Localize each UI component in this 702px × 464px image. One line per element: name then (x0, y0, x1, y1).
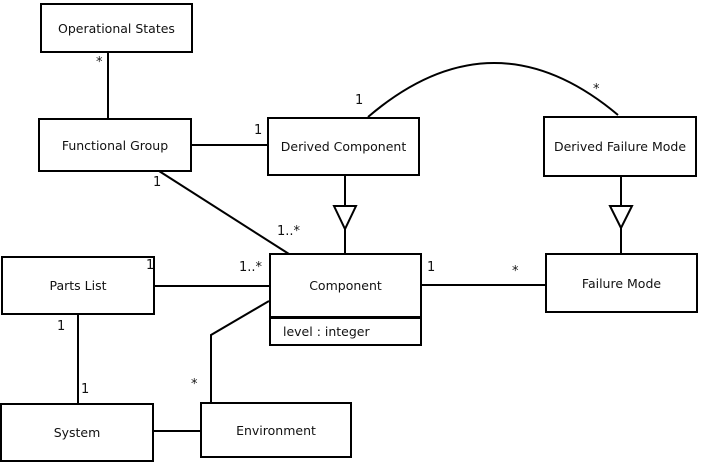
multiplicity-failuremode-end: * (512, 264, 519, 279)
multiplicity-derivedcomponent-end-from-functionalgroup: 1 (254, 123, 263, 138)
class-system[interactable]: System (0, 403, 154, 462)
class-parts-list[interactable]: Parts List (1, 256, 155, 315)
multiplicity-component-end-from-functionalgroup: 1..* (277, 224, 301, 239)
multiplicity-arc-derivedfailuremode-end: * (593, 82, 600, 97)
class-name: Component (309, 278, 382, 293)
class-name: System (53, 425, 101, 440)
class-name: Operational States (58, 20, 175, 36)
edge-functionalgroup-component (158, 170, 290, 255)
class-environment[interactable]: Environment (200, 402, 352, 458)
multiplicity-component-end-from-partslist: 1..* (239, 260, 263, 275)
class-functional-group[interactable]: Functional Group (38, 118, 192, 172)
generalization-triangle-icon (608, 205, 634, 231)
edge-derivedcomponent-derivedfailuremode-arc (367, 62, 619, 118)
class-failure-mode[interactable]: Failure Mode (545, 253, 698, 313)
multiplicity-partslist-end-to-system: 1 (57, 319, 66, 334)
class-name: Derived Failure Mode (553, 139, 687, 154)
class-name: Failure Mode (581, 275, 662, 291)
class-attribute: level : integer (283, 324, 370, 339)
generalization-triangle-icon (332, 205, 358, 232)
class-attribute-compartment: level : integer (271, 316, 420, 344)
multiplicity-partslist-end-to-component: 1 (146, 258, 155, 273)
class-name-compartment: Component (271, 255, 420, 316)
class-name: Functional Group (61, 137, 169, 153)
multiplicity-component-end-to-failuremode: 1 (427, 260, 436, 275)
class-name: Parts List (49, 278, 107, 293)
multiplicity-system-end: 1 (81, 382, 90, 397)
multiplicity-operationalstates-end: * (96, 55, 103, 70)
class-derived-failure-mode[interactable]: Derived Failure Mode (543, 116, 697, 177)
multiplicity-arc-derivedcomponent-end: 1 (355, 93, 364, 108)
multiplicity-environment-end: * (191, 377, 198, 392)
class-name: Environment (236, 422, 316, 438)
class-derived-component[interactable]: Derived Component (267, 117, 420, 176)
class-component[interactable]: Component level : integer (269, 253, 422, 346)
multiplicity-functionalgroup-end-to-component: 1 (153, 175, 162, 190)
class-name: Derived Component (280, 139, 407, 154)
edge-environment-component (210, 300, 270, 403)
class-operational-states[interactable]: Operational States (40, 3, 193, 53)
